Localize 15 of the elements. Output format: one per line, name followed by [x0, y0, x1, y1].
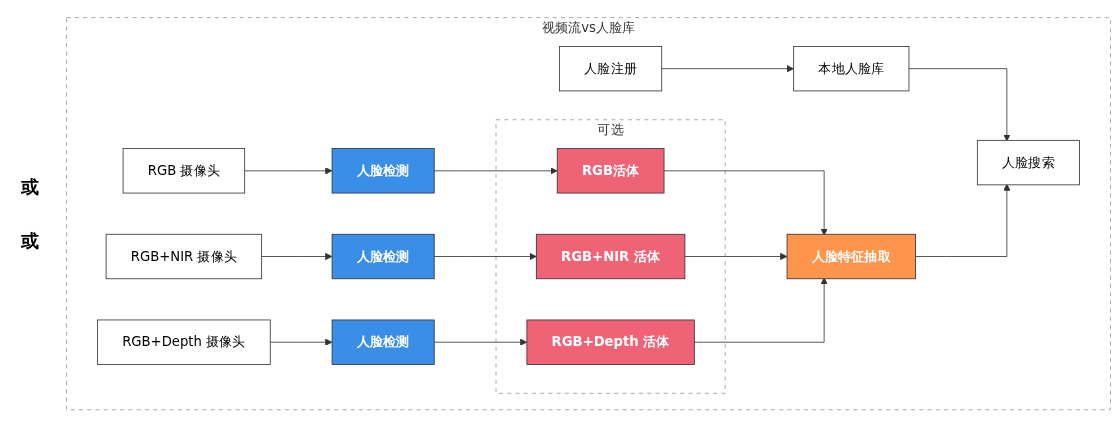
node-box: 人脸注册 [559, 46, 663, 92]
node-box: 人脸检测 [331, 234, 435, 280]
node-box: 人脸搜索 [976, 140, 1080, 186]
node-box: 人脸检测 [331, 148, 435, 194]
node-box: RGB+Depth 摄像头 [97, 319, 271, 366]
note-text: 或 [21, 229, 39, 253]
node-box: 本地人脸库 [793, 46, 910, 92]
node-box: RGB活体 [556, 148, 665, 194]
node-box: 人脸特征抽取 [786, 234, 916, 280]
node-box: RGB 摄像头 [122, 148, 246, 194]
node-box: RGB+Depth 活体 [526, 319, 695, 366]
node-box: 人脸检测 [331, 319, 435, 366]
node-box: RGB+NIR 活体 [535, 234, 686, 280]
node-box: RGB+NIR 摄像头 [105, 234, 263, 280]
note-text: 或 [21, 175, 39, 199]
